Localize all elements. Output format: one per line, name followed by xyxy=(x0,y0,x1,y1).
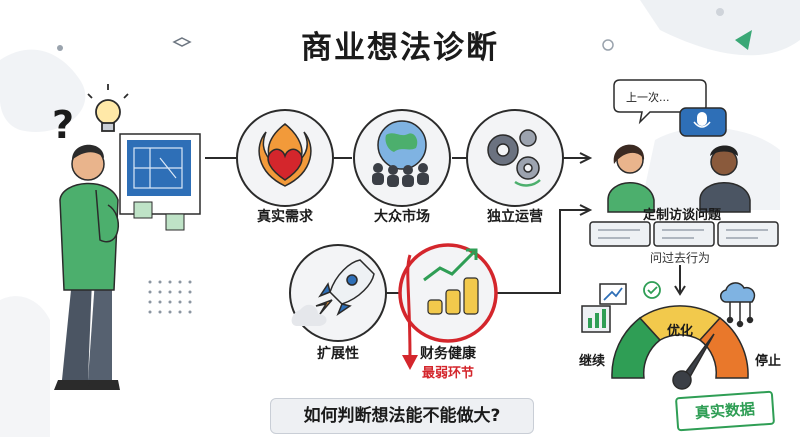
speech-bubble-text: 上一次... xyxy=(626,91,670,104)
microphone-icon xyxy=(697,112,707,126)
step-label-scalability: 扩展性 xyxy=(317,346,359,362)
question-cards xyxy=(589,221,779,247)
step-label-independent-ops: 独立运营 xyxy=(487,209,543,225)
weakest-link-arrow xyxy=(402,254,418,370)
real-data-stamp: 真实数据 xyxy=(674,390,776,432)
page-title: 商业想法诊断 xyxy=(301,30,499,66)
interview-people xyxy=(607,144,751,213)
rocket-icon xyxy=(291,259,375,326)
question-mark-icon: ? xyxy=(52,103,74,147)
growth-coins-icon xyxy=(423,248,479,315)
blueprint-icon xyxy=(119,133,201,231)
sticky-note-icon xyxy=(165,213,185,231)
interview-subtext: 问过去行为 xyxy=(649,251,710,265)
chart-icon xyxy=(581,283,627,333)
speech-bubbles xyxy=(613,79,727,137)
sticky-note-icon xyxy=(133,201,153,219)
gauge-label-optimize: 优化 xyxy=(666,324,693,339)
globe-crowd-icon xyxy=(372,120,429,187)
gears-icon xyxy=(487,129,541,187)
step-label-mass-market: 大众市场 xyxy=(374,209,430,225)
thinking-person xyxy=(54,144,120,390)
step-label-real-demand: 真实需求 xyxy=(257,209,313,225)
weakest-link-label: 最弱环节 xyxy=(421,366,474,381)
step-label-finance-health: 财务健康 xyxy=(420,346,476,362)
gauge-needle-icon xyxy=(672,333,715,390)
decision-gauge xyxy=(611,305,749,390)
triangle-shape xyxy=(735,30,752,50)
dot-pattern xyxy=(148,280,192,314)
gauge-label-continue: 继续 xyxy=(578,354,605,369)
flame-heart-icon xyxy=(258,123,312,187)
cloud-network-icon xyxy=(720,282,756,328)
bottom-question-banner: 如何判断想法能不能做大? xyxy=(270,398,534,434)
interview-heading: 定制访谈问题 xyxy=(642,208,721,223)
lightbulb-icon xyxy=(87,84,129,132)
checkmark-icon xyxy=(643,281,661,299)
gauge-label-stop: 停止 xyxy=(754,354,781,369)
